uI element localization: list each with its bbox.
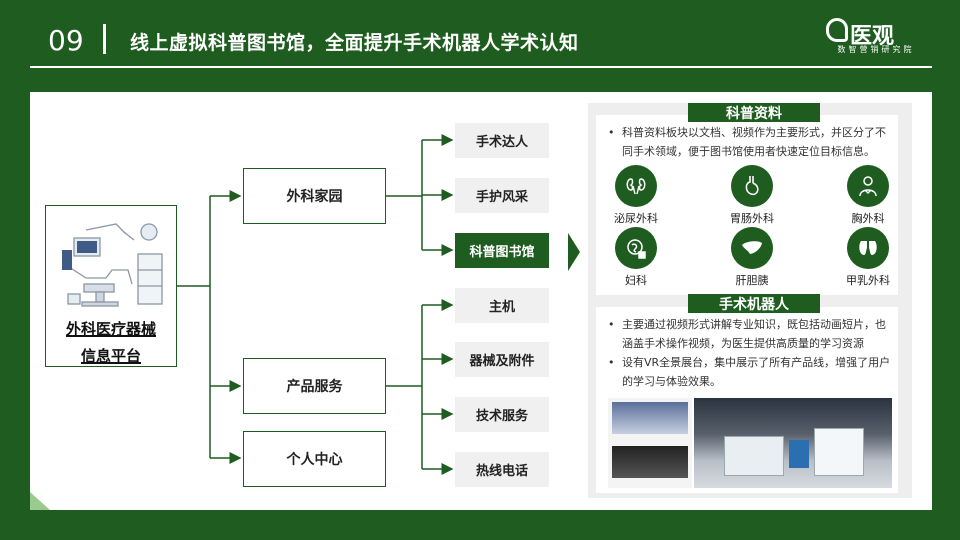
- dept-label: 泌尿外科: [614, 212, 658, 225]
- page-title: 线上虚拟科普图书馆，全面提升手术机器人学术认知: [130, 32, 579, 54]
- dept-label: 甲乳外科: [846, 274, 890, 287]
- dept-label: 胃肠外科: [730, 212, 774, 225]
- dept-label: 妇科: [625, 274, 647, 287]
- dept-hepatobiliary[interactable]: 肝胆胰: [722, 227, 782, 288]
- root-label: 外科医疗器械 信息平台: [46, 316, 176, 370]
- node-surgery-master[interactable]: 手术达人: [455, 123, 549, 158]
- detail-panel: 科普资料 科普资料板块以文档、视频作为主要形式，并区分了不同手术领域，便于图书馆…: [588, 103, 912, 498]
- stomach-icon: [731, 165, 773, 207]
- dept-gastro[interactable]: 胃肠外科: [722, 165, 782, 226]
- logo: 医观 数智营销研究院: [826, 16, 926, 58]
- dept-label: 胸外科: [851, 212, 885, 225]
- science-heading: 科普资料: [688, 103, 820, 122]
- dept-label: 肝胆胰: [735, 274, 769, 287]
- science-bullets: 科普资料板块以文档、视频作为主要形式，并区分了不同手术领域，便于图书馆使用者快速…: [606, 123, 896, 161]
- uterus-icon: [615, 227, 657, 269]
- logo-name: 医观: [850, 24, 895, 49]
- logo-subtitle: 数智营销研究院: [837, 45, 915, 54]
- video-thumbnails[interactable]: [608, 398, 692, 488]
- node-science-library[interactable]: 科普图书馆: [455, 233, 549, 268]
- logo-mark-icon: [826, 18, 848, 42]
- node-instruments[interactable]: 器械及附件: [455, 342, 549, 377]
- node-surgical-home[interactable]: 外科家园: [243, 168, 386, 224]
- robot-bullet: 设有VR全景展台，集中展示了所有产品线，增强了用户的学习与体验效果。: [606, 353, 896, 391]
- dental-chair-icon: [62, 223, 163, 307]
- dept-thyroid-breast[interactable]: 甲乳外科: [838, 227, 898, 288]
- header: 09 线上虚拟科普图书馆，全面提升手术机器人学术认知 医观 数智营销研究院: [0, 0, 960, 64]
- liver-icon: [731, 227, 773, 269]
- vr-showroom-image[interactable]: [694, 398, 892, 488]
- title-divider: [103, 24, 106, 54]
- node-host[interactable]: 主机: [455, 288, 549, 323]
- dept-gynecology[interactable]: 妇科: [606, 227, 666, 288]
- video-thumb[interactable]: [612, 402, 688, 434]
- science-bullet: 科普资料板块以文档、视频作为主要形式，并区分了不同手术领域，便于图书馆使用者快速…: [606, 123, 896, 161]
- root-label-line1: 外科医疗器械: [65, 320, 156, 338]
- root-node: 外科医疗器械 信息平台: [45, 205, 177, 367]
- node-hotline[interactable]: 热线电话: [455, 452, 549, 487]
- node-personal-center[interactable]: 个人中心: [243, 431, 386, 487]
- lungs-icon: [847, 165, 889, 207]
- robot-bullet: 主要通过视频形式讲解专业知识，既包括动画短片，也涵盖手术操作视频，为医生提供高质…: [606, 315, 896, 353]
- header-rule: [30, 66, 932, 68]
- node-product-service[interactable]: 产品服务: [243, 358, 386, 414]
- node-tech-service[interactable]: 技术服务: [455, 397, 549, 432]
- thyroid-icon: [847, 227, 889, 269]
- video-thumb[interactable]: [612, 446, 688, 478]
- node-nursing-showcase[interactable]: 手护风采: [455, 178, 549, 213]
- root-label-line2: 信息平台: [80, 347, 141, 365]
- page-number: 09: [48, 24, 84, 57]
- robot-bullets: 主要通过视频形式讲解专业知识，既包括动画短片，也涵盖手术操作视频，为医生提供高质…: [606, 315, 896, 391]
- dept-thoracic[interactable]: 胸外科: [838, 165, 898, 226]
- kidney-icon: [615, 165, 657, 207]
- dept-urology[interactable]: 泌尿外科: [606, 165, 666, 226]
- robot-heading: 手术机器人: [688, 294, 820, 313]
